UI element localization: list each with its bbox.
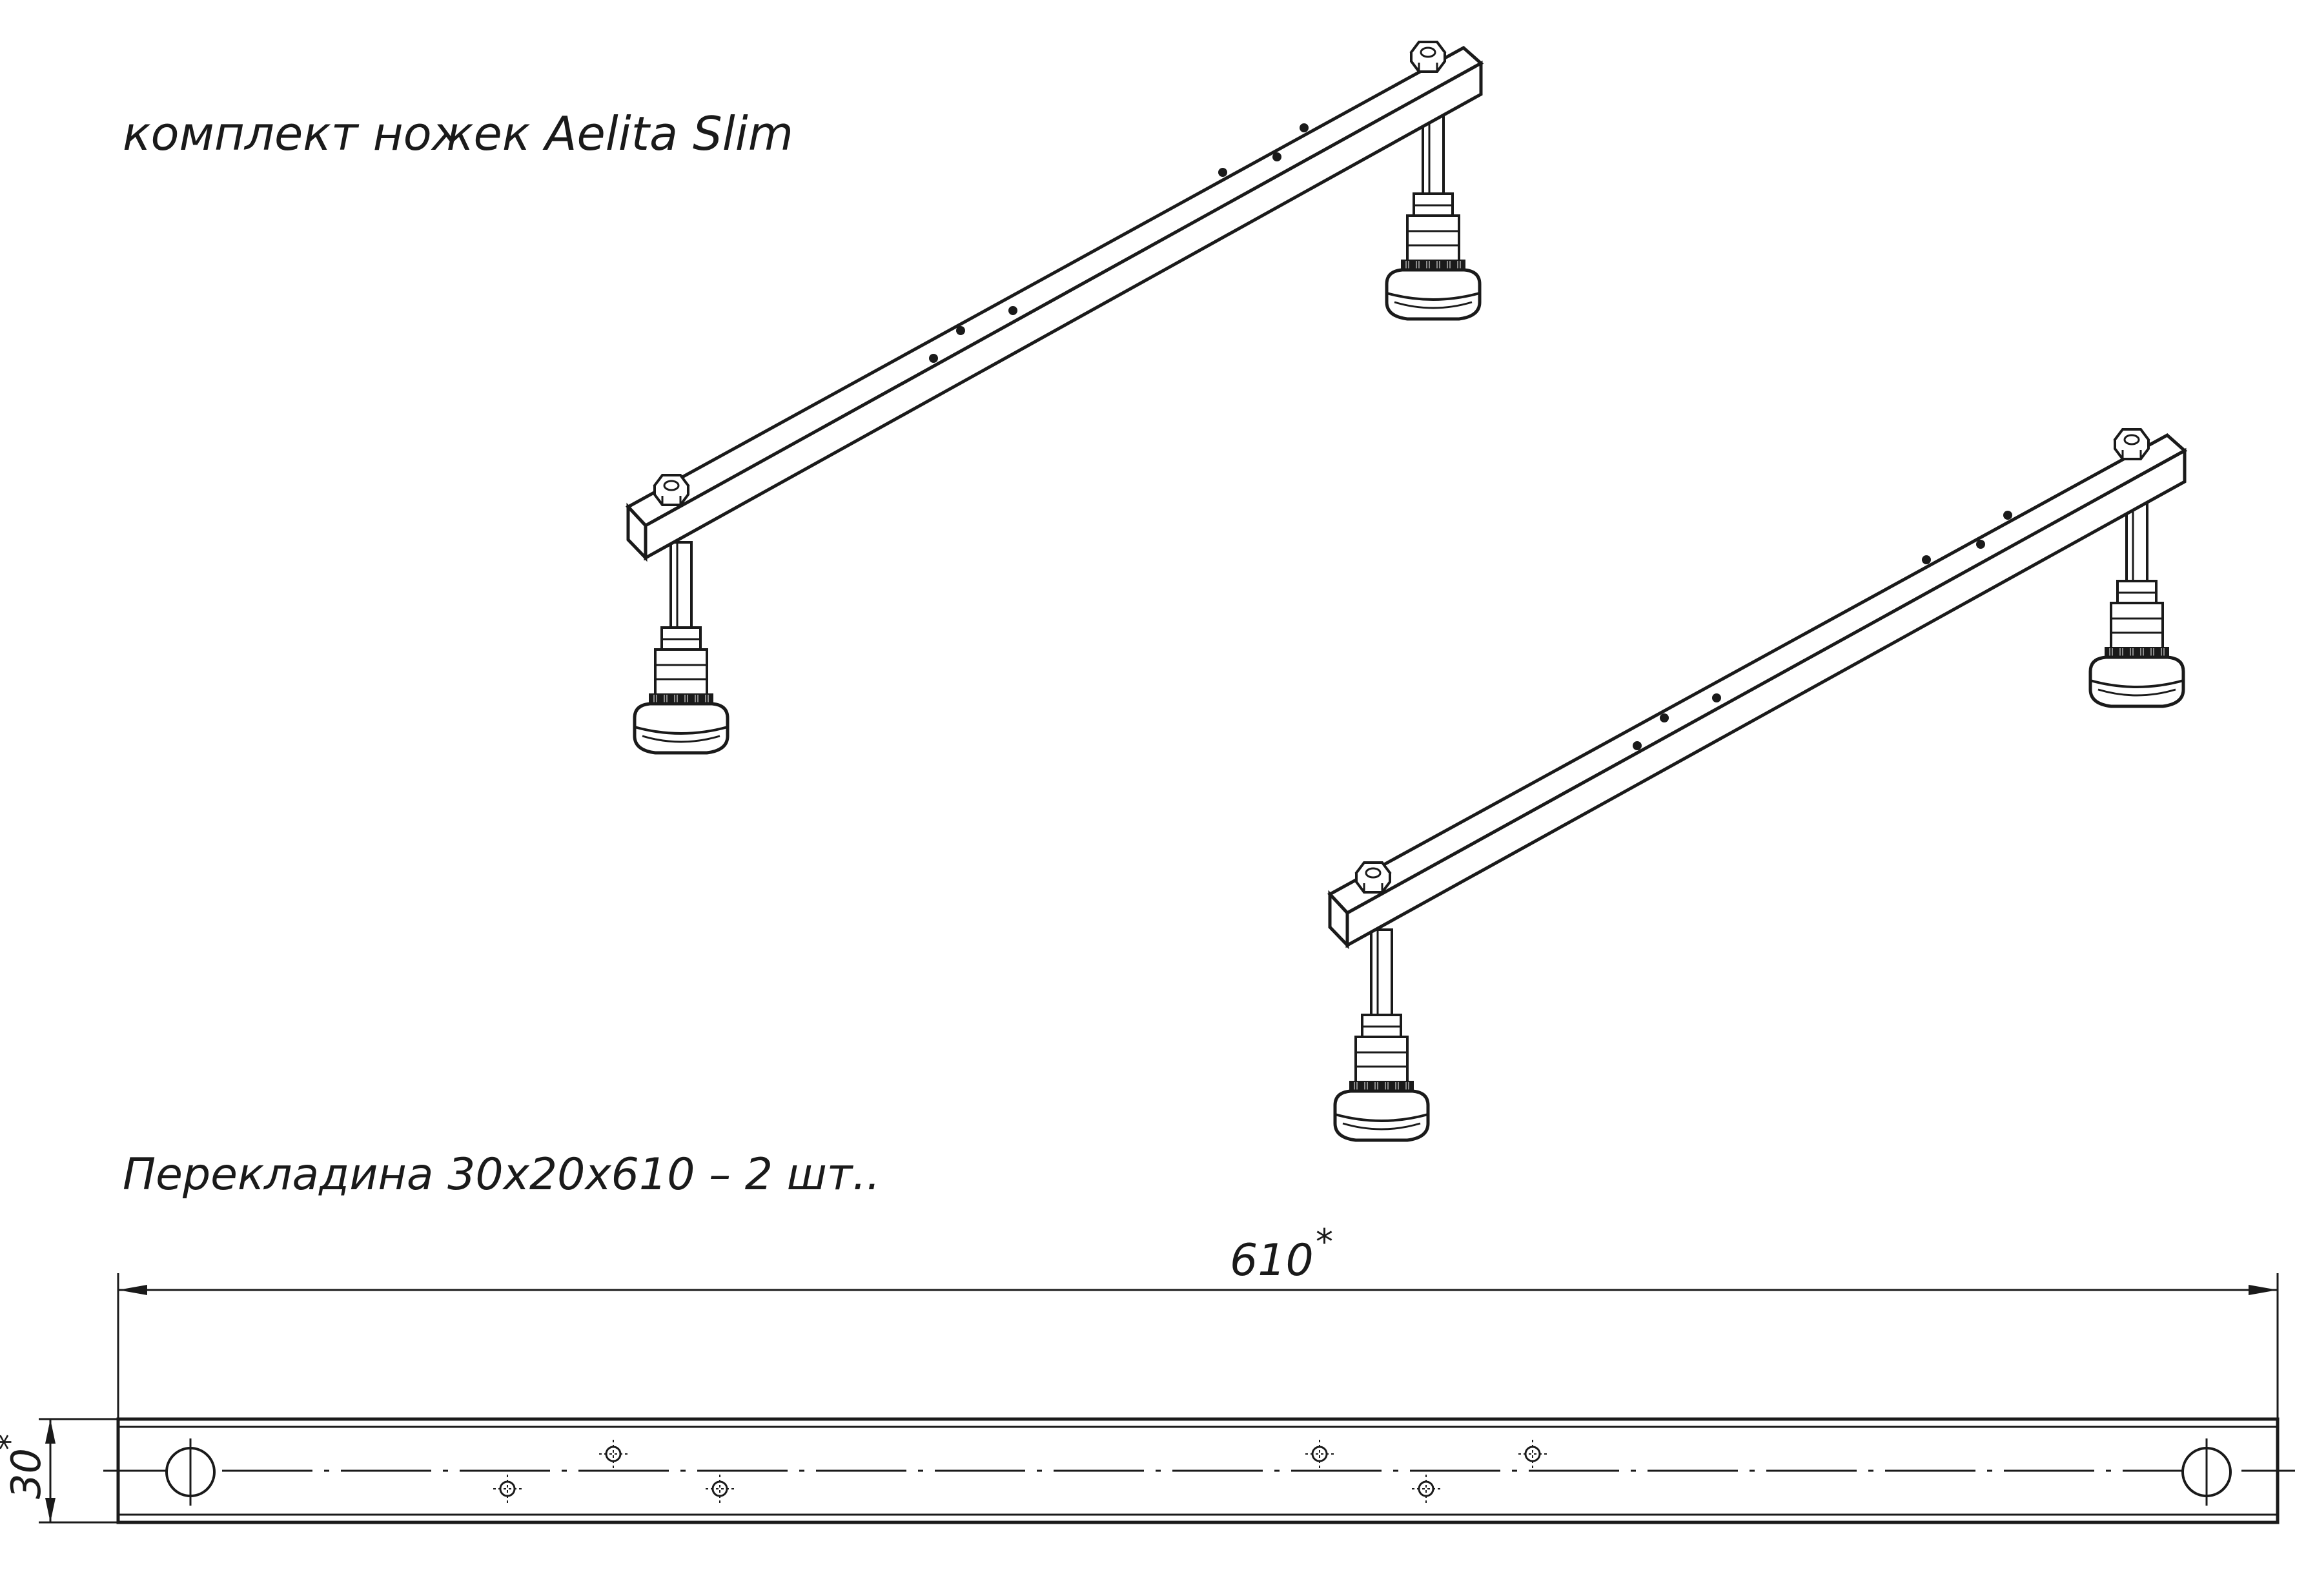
dimension-length: 610 * bbox=[117, 1222, 2279, 1419]
dimension-length-label: 610 bbox=[1230, 1235, 1314, 1286]
dimension-length-mark: * bbox=[1316, 1222, 1333, 1262]
dimension-width: 30 * bbox=[0, 1418, 118, 1524]
nut-1a bbox=[653, 474, 689, 506]
nut-2a bbox=[1355, 861, 1391, 894]
crossbar-1 bbox=[625, 45, 1484, 562]
foot-2a bbox=[1335, 930, 1428, 1140]
nut-2b bbox=[2114, 428, 2150, 460]
small-holes bbox=[493, 1440, 1547, 1503]
drawing-title: комплект ножек Aelita Slim bbox=[123, 107, 793, 161]
crossbar-caption: Перекладина 30х20х610 – 2 шт.. bbox=[123, 1149, 881, 1200]
leg-assembly-2 bbox=[1327, 428, 2188, 1140]
foot-1a bbox=[635, 542, 728, 753]
leg-assembly-1 bbox=[625, 41, 1484, 753]
crossbar-2 bbox=[1327, 433, 2188, 950]
dimension-width-mark: * bbox=[0, 1434, 28, 1450]
end-hole-right bbox=[2181, 1438, 2232, 1506]
nut-1b bbox=[1410, 41, 1446, 73]
crossbar-plan-view bbox=[103, 1417, 2295, 1524]
dimension-width-label: 30 bbox=[3, 1448, 50, 1499]
end-hole-left bbox=[165, 1438, 216, 1506]
